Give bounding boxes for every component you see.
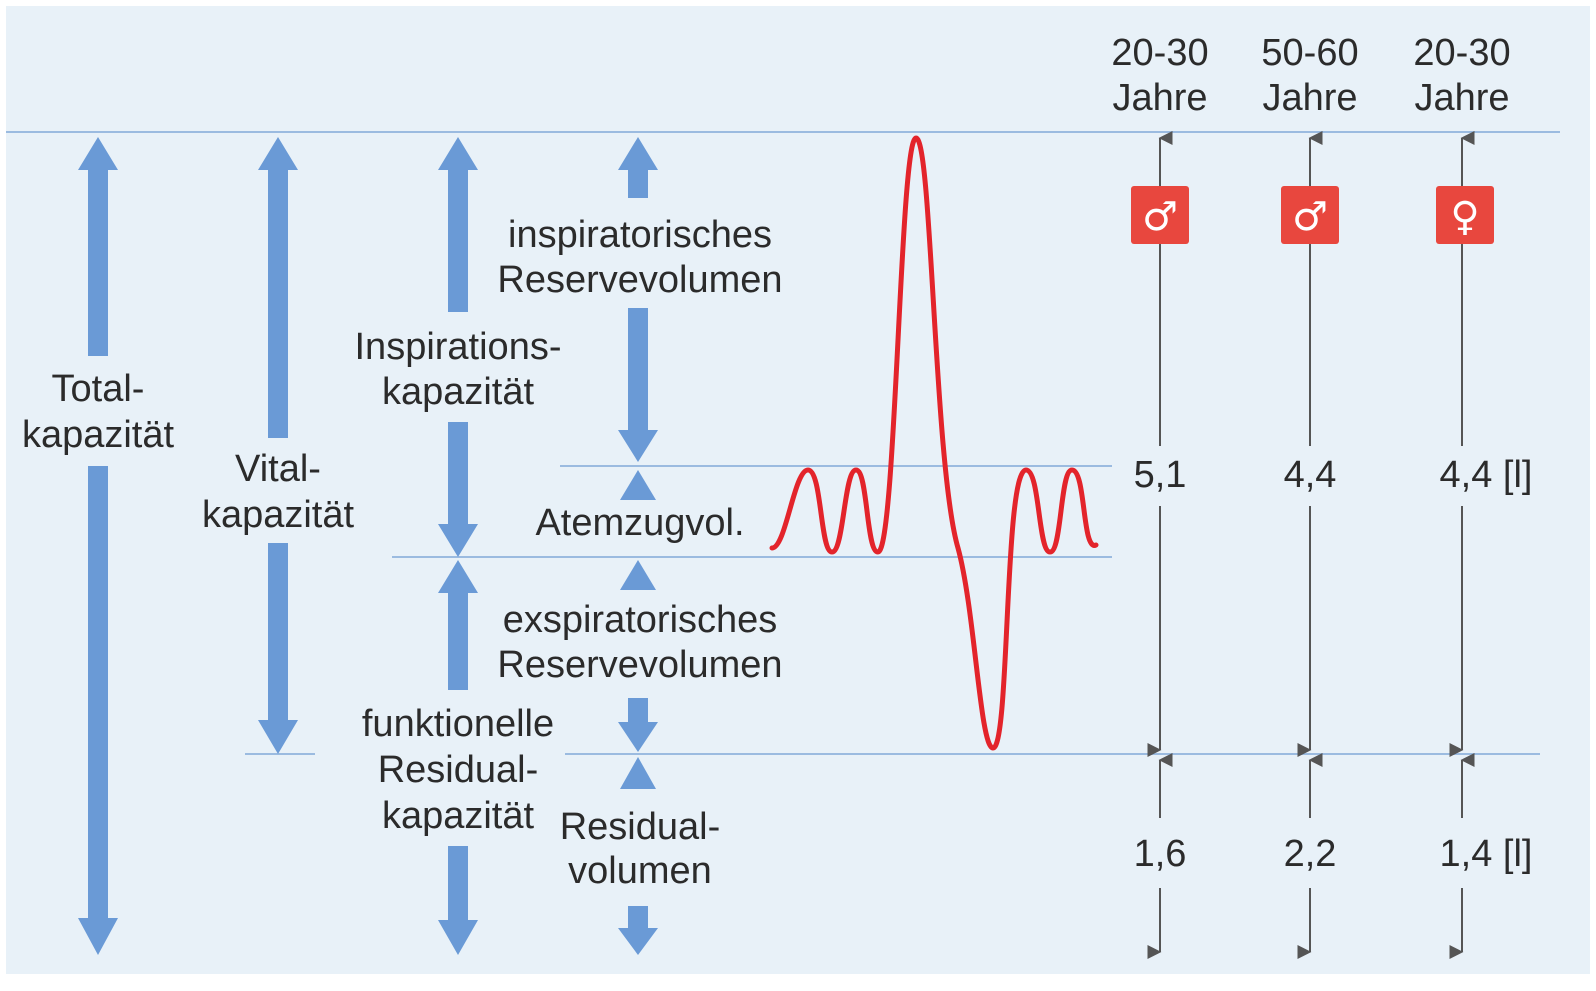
inspiratory-reserve-volume-arrow	[618, 137, 658, 462]
tidal-volume-arrow	[620, 470, 656, 500]
group-1-age-unit: Jahre	[1112, 77, 1207, 119]
frc-label-2: Residual-	[378, 749, 539, 791]
functional-residual-capacity-arrow	[438, 560, 478, 955]
rv-label-1: Residual-	[560, 806, 721, 848]
male-symbol: ♂	[1142, 194, 1178, 240]
frc-label-3: kapazität	[382, 795, 535, 837]
group-3-residual-volume-value: 1,4 [l]	[1440, 833, 1533, 875]
total-capacity-label-2: kapazität	[22, 414, 175, 456]
group-2-vital-capacity-value: 4,4	[1284, 454, 1337, 496]
group-3-age-unit: Jahre	[1414, 77, 1509, 119]
group-2-age-range: 50-60	[1261, 32, 1358, 74]
group-1-age-range: 20-30	[1111, 32, 1208, 74]
irv-label-1: inspiratorisches	[508, 214, 772, 256]
vital-capacity-arrow	[258, 137, 298, 754]
erv-label-1: exspiratorisches	[503, 599, 778, 641]
inspiratory-capacity-arrow	[438, 137, 478, 557]
female-icon	[1436, 186, 1494, 244]
frc-label-1: funktionelle	[362, 703, 554, 745]
group-2-age-unit: Jahre	[1262, 77, 1357, 119]
rv-label-2: volumen	[568, 850, 712, 892]
total-capacity-arrow	[78, 137, 118, 955]
total-capacity-label-1: Total-	[52, 368, 145, 410]
group-3-vital-capacity-value: 4,4 [l]	[1440, 454, 1533, 496]
group-3-age-range: 20-30	[1413, 32, 1510, 74]
inspiratory-capacity-label-1: Inspirations-	[355, 326, 562, 368]
irv-label-2: Reservevolumen	[497, 259, 782, 301]
group-1-residual-volume-value: 1,6	[1134, 833, 1187, 875]
group-1-vital-capacity-value: 5,1	[1134, 454, 1187, 496]
tidal-volume-label: Atemzugvol.	[535, 502, 744, 544]
male-icon	[1281, 186, 1339, 244]
group-2-residual-volume-value: 2,2	[1284, 833, 1337, 875]
residual-volume-arrow	[618, 757, 658, 955]
expiratory-reserve-volume-arrow	[618, 560, 658, 752]
erv-label-2: Reservevolumen	[497, 644, 782, 686]
male-icon	[1131, 186, 1189, 244]
male-symbol: ♂	[1292, 194, 1328, 240]
spirometry-curve	[769, 135, 1099, 751]
vital-capacity-label-1: Vital-	[235, 448, 321, 490]
inspiratory-capacity-label-2: kapazität	[382, 371, 535, 413]
vital-capacity-label-2: kapazität	[202, 494, 355, 536]
female-symbol: ♀	[1450, 194, 1479, 240]
